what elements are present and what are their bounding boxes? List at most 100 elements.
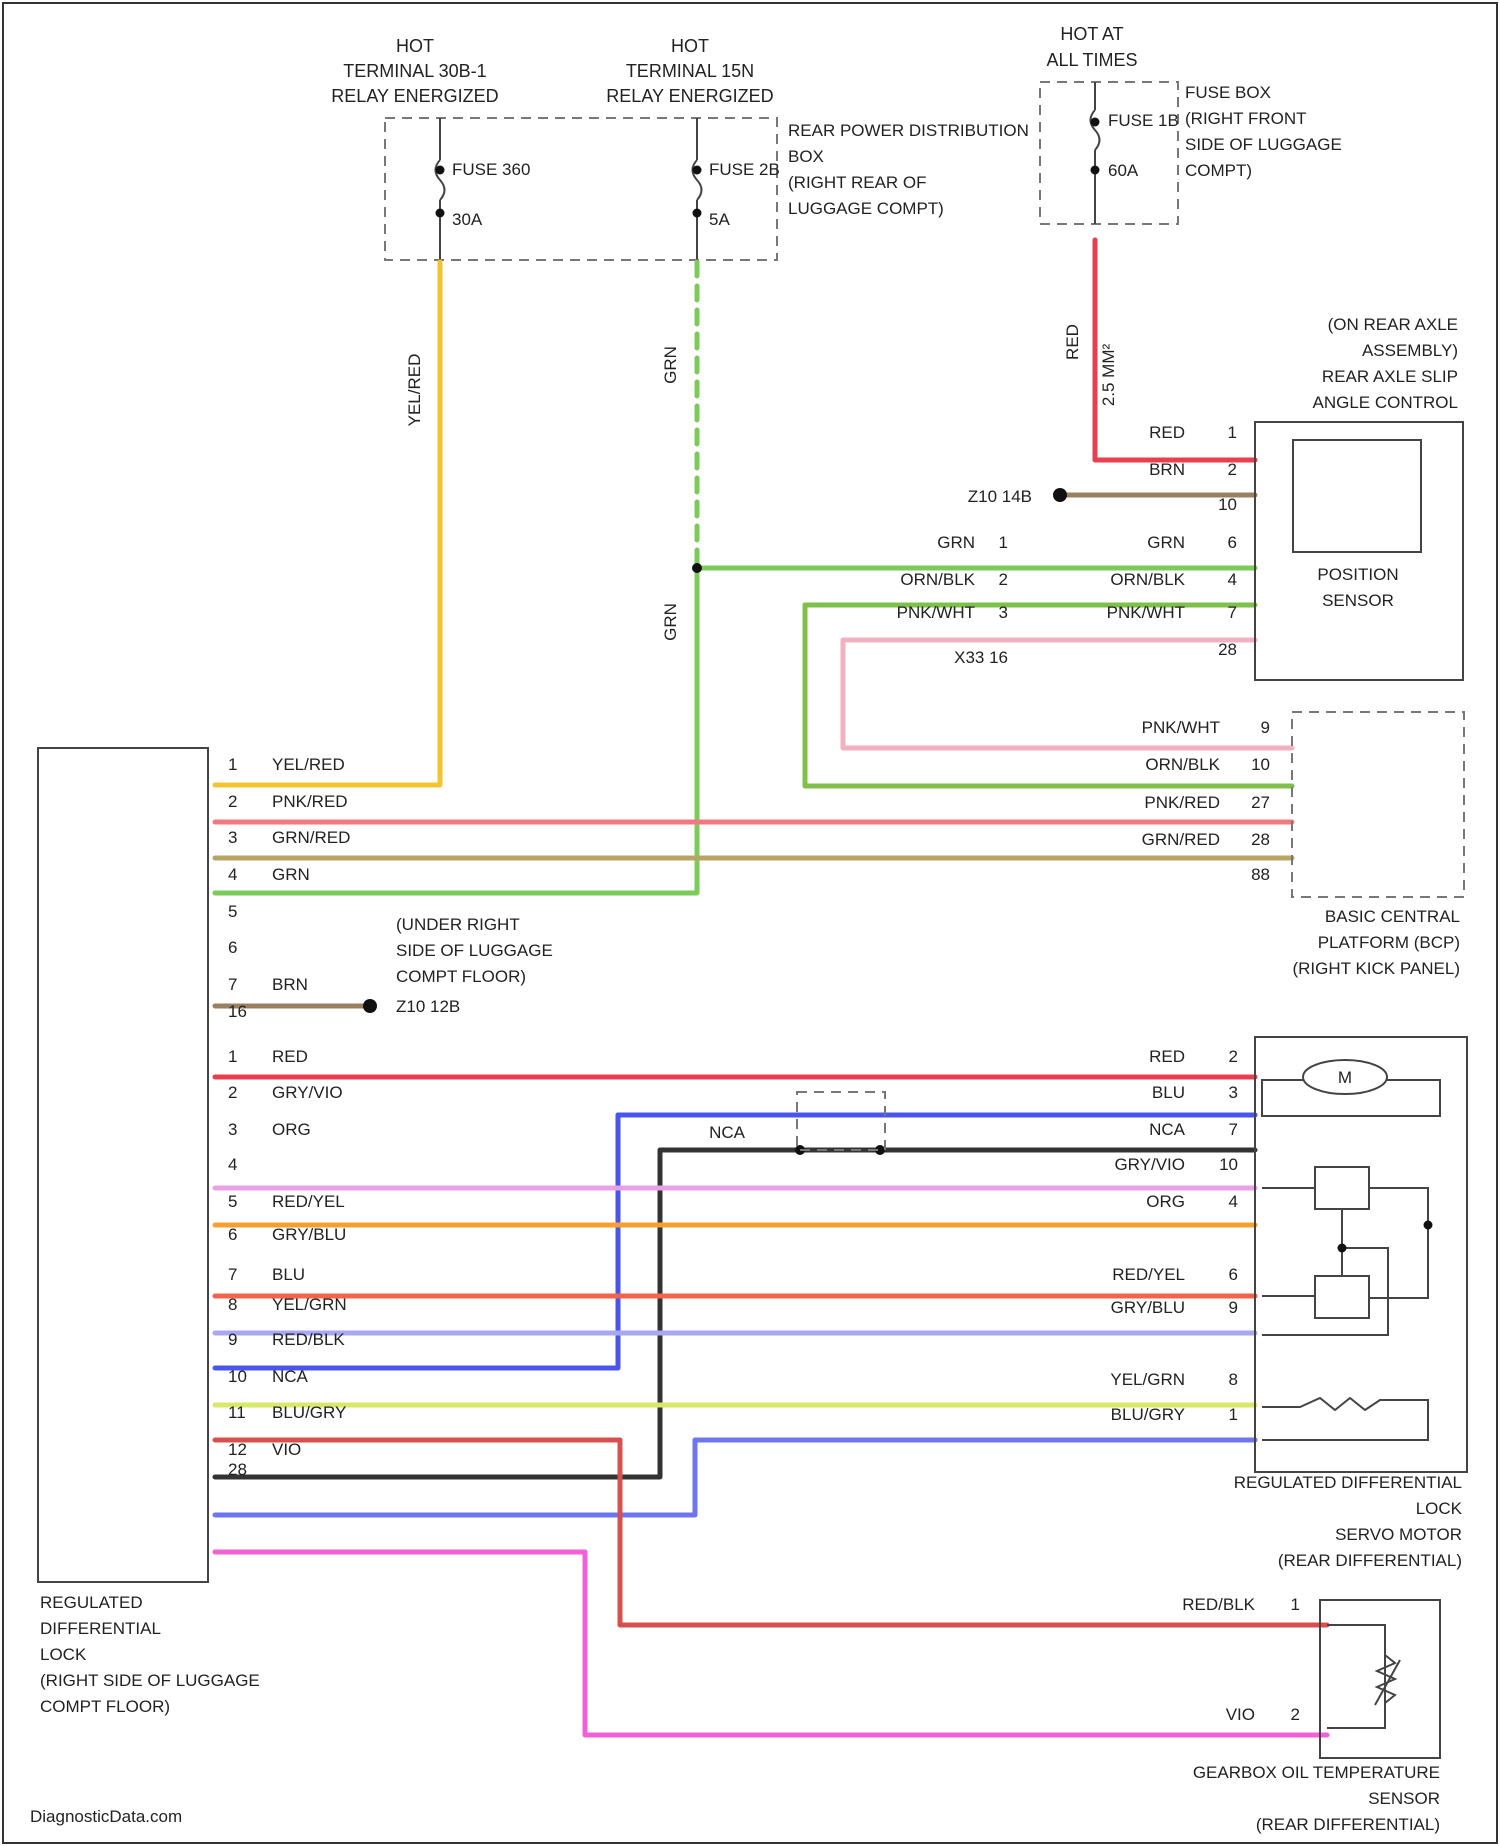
ground-z10-12b-label: Z10 12B bbox=[396, 997, 460, 1016]
wire-red-blk bbox=[215, 1440, 1327, 1625]
hot1-line1: HOT bbox=[396, 36, 434, 56]
servo-wire-2: NCA bbox=[1149, 1120, 1186, 1139]
slip-label-1: (ON REAR AXLE bbox=[1328, 315, 1458, 334]
splice-grn bbox=[692, 563, 702, 573]
hot3-line2: ALL TIMES bbox=[1046, 50, 1137, 70]
servo-label-2: LOCK bbox=[1416, 1499, 1463, 1518]
module-top-pin-7: 7 bbox=[228, 975, 237, 994]
conn-wire-0: GRN bbox=[937, 533, 975, 552]
servo-wire-0: RED bbox=[1149, 1047, 1185, 1066]
servo-wire-5: RED/YEL bbox=[1112, 1265, 1185, 1284]
wire3-note: 2.5 MM² bbox=[1099, 343, 1118, 406]
module-top-wire-4: GRN bbox=[272, 865, 310, 884]
fuse2-name: FUSE 2B bbox=[709, 160, 780, 179]
module-bot-wire-6: GRY/BLU bbox=[272, 1225, 346, 1244]
servo-switch-2-icon bbox=[1315, 1276, 1369, 1318]
slip-pin-4: 4 bbox=[1228, 570, 1237, 589]
module-bot-pin-28: 28 bbox=[228, 1460, 247, 1479]
temp-wire-0: RED/BLK bbox=[1182, 1595, 1255, 1614]
power-section: HOT TERMINAL 30B-1 RELAY ENERGIZED HOT T… bbox=[331, 24, 1342, 260]
servo-pin-5: 6 bbox=[1229, 1265, 1238, 1284]
temp-label-2: SENSOR bbox=[1368, 1789, 1440, 1808]
slip-wire-1: BRN bbox=[1149, 460, 1185, 479]
module-bot-pin-9: 9 bbox=[228, 1330, 237, 1349]
bcp-box bbox=[1292, 712, 1464, 897]
frame-border bbox=[3, 3, 1497, 1843]
rear-box-line1: REAR POWER DISTRIBUTION bbox=[788, 121, 1029, 140]
slip-label-2: ASSEMBLY) bbox=[1362, 341, 1458, 360]
diff-lock-module-box bbox=[38, 748, 208, 1582]
module-bot-wire-2: GRY/VIO bbox=[272, 1083, 343, 1102]
slip-wire-0: RED bbox=[1149, 423, 1185, 442]
module-bot-wire-8: YEL/GRN bbox=[272, 1295, 347, 1314]
servo-pin-2: 7 bbox=[1229, 1120, 1238, 1139]
module-bot-pin-4: 4 bbox=[228, 1155, 237, 1174]
slip-label-4: ANGLE CONTROL bbox=[1313, 393, 1458, 412]
wire-yel-red bbox=[215, 262, 440, 785]
footer-watermark: DiagnosticData.com bbox=[30, 1807, 182, 1826]
hot1-line3: RELAY ENERGIZED bbox=[331, 86, 498, 106]
slip-pin-3: 6 bbox=[1228, 533, 1237, 552]
fuse-box-line2: (RIGHT FRONT bbox=[1185, 109, 1307, 128]
ground-z10-14b-label: Z10 14B bbox=[968, 487, 1032, 506]
slip-pin-2: 10 bbox=[1218, 495, 1237, 514]
fuse-box-line1: FUSE BOX bbox=[1185, 83, 1271, 102]
module-bot-pin-1: 1 bbox=[228, 1047, 237, 1066]
servo-wire-4: ORG bbox=[1146, 1192, 1185, 1211]
ground-label-2: SIDE OF LUGGAGE bbox=[396, 941, 553, 960]
servo-wire-8: BLU/GRY bbox=[1111, 1405, 1185, 1424]
shield-nca-label: NCA bbox=[709, 1123, 746, 1142]
servo-wire-3: GRY/VIO bbox=[1114, 1155, 1185, 1174]
module-top-pin-4: 4 bbox=[228, 865, 237, 884]
module-bot-pin-7: 7 bbox=[228, 1265, 237, 1284]
module-top-wire-3: GRN/RED bbox=[272, 828, 350, 847]
conn-wire-1: ORN/BLK bbox=[900, 570, 975, 589]
bcp-wire-3: GRN/RED bbox=[1142, 830, 1220, 849]
slip-pin-6: 28 bbox=[1218, 640, 1237, 659]
temp-pin-0: 1 bbox=[1291, 1595, 1300, 1614]
bcp-pin-2: 27 bbox=[1251, 793, 1270, 812]
servo-wire-6: GRY/BLU bbox=[1111, 1298, 1185, 1317]
slip-label-3: REAR AXLE SLIP bbox=[1322, 367, 1458, 386]
ground-label-3: COMPT FLOOR) bbox=[396, 967, 526, 986]
servo-pin-4: 4 bbox=[1229, 1192, 1238, 1211]
module-bot-pin-2: 2 bbox=[228, 1083, 237, 1102]
module-bot-wire-9: RED/BLK bbox=[272, 1330, 345, 1349]
rear-box-line2: BOX bbox=[788, 147, 824, 166]
fuse2-amps: 5A bbox=[709, 210, 730, 229]
servo-switch-3-icon bbox=[1262, 1398, 1428, 1440]
bcp-pin-0: 9 bbox=[1261, 718, 1270, 737]
module-top-pin-16: 16 bbox=[228, 1002, 247, 1021]
module-bot-pin-5: 5 bbox=[228, 1192, 237, 1211]
temp-wire-1: VIO bbox=[1226, 1705, 1255, 1724]
hot2-line1: HOT bbox=[671, 36, 709, 56]
module-bot-wire-10: NCA bbox=[272, 1367, 309, 1386]
module-bot-wire-12: VIO bbox=[272, 1440, 301, 1459]
fuse-1b-symbol bbox=[1091, 110, 1100, 150]
conn-pin-0: 1 bbox=[999, 533, 1008, 552]
wire2-label: GRN bbox=[661, 346, 680, 384]
position-sensor-line1: POSITION bbox=[1317, 565, 1398, 584]
rear-box-line3: (RIGHT REAR OF bbox=[788, 173, 927, 192]
module-bot-wire-1: RED bbox=[272, 1047, 308, 1066]
module-bot-wire-5: RED/YEL bbox=[272, 1192, 345, 1211]
slip-pin-0: 1 bbox=[1228, 423, 1237, 442]
module-bot-pin-8: 8 bbox=[228, 1295, 237, 1314]
module-top-pin-3: 3 bbox=[228, 828, 237, 847]
bcp-pin-4: 88 bbox=[1251, 865, 1270, 884]
bcp-pin-3: 28 bbox=[1251, 830, 1270, 849]
servo-pin-6: 9 bbox=[1229, 1298, 1238, 1317]
fuse3-amps: 60A bbox=[1108, 161, 1139, 180]
fuse1-name: FUSE 360 bbox=[452, 160, 530, 179]
module-bot-pin-6: 6 bbox=[228, 1225, 237, 1244]
module-label-1: REGULATED bbox=[40, 1593, 143, 1612]
module-top-wire-7: BRN bbox=[272, 975, 308, 994]
servo-label-3: SERVO MOTOR bbox=[1335, 1525, 1462, 1544]
ground-z10-12b bbox=[363, 999, 377, 1013]
slip-wire-5: PNK/WHT bbox=[1107, 603, 1185, 622]
fuse-box-line3: SIDE OF LUGGAGE bbox=[1185, 135, 1342, 154]
wire-vio bbox=[215, 1552, 1327, 1735]
module-bot-wire-7: BLU bbox=[272, 1265, 305, 1284]
servo-wire-1: BLU bbox=[1152, 1083, 1185, 1102]
